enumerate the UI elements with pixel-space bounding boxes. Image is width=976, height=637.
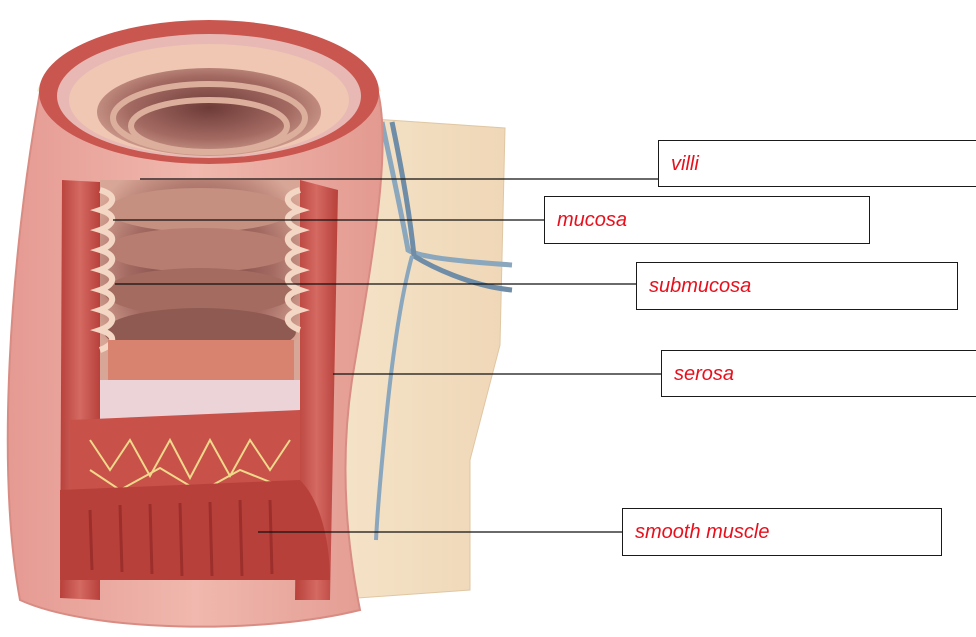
- label-box-serosa: serosa: [661, 350, 976, 397]
- label-box-submucosa: submucosa: [636, 262, 958, 310]
- label-box-smooth-muscle: smooth muscle: [622, 508, 942, 556]
- label-box-mucosa: mucosa: [544, 196, 870, 244]
- label-submucosa: submucosa: [649, 276, 751, 296]
- label-serosa: serosa: [674, 364, 734, 384]
- label-box-villi: villi: [658, 140, 976, 187]
- label-mucosa: mucosa: [557, 210, 627, 230]
- label-smooth-muscle: smooth muscle: [635, 522, 770, 542]
- label-villi: villi: [671, 154, 699, 174]
